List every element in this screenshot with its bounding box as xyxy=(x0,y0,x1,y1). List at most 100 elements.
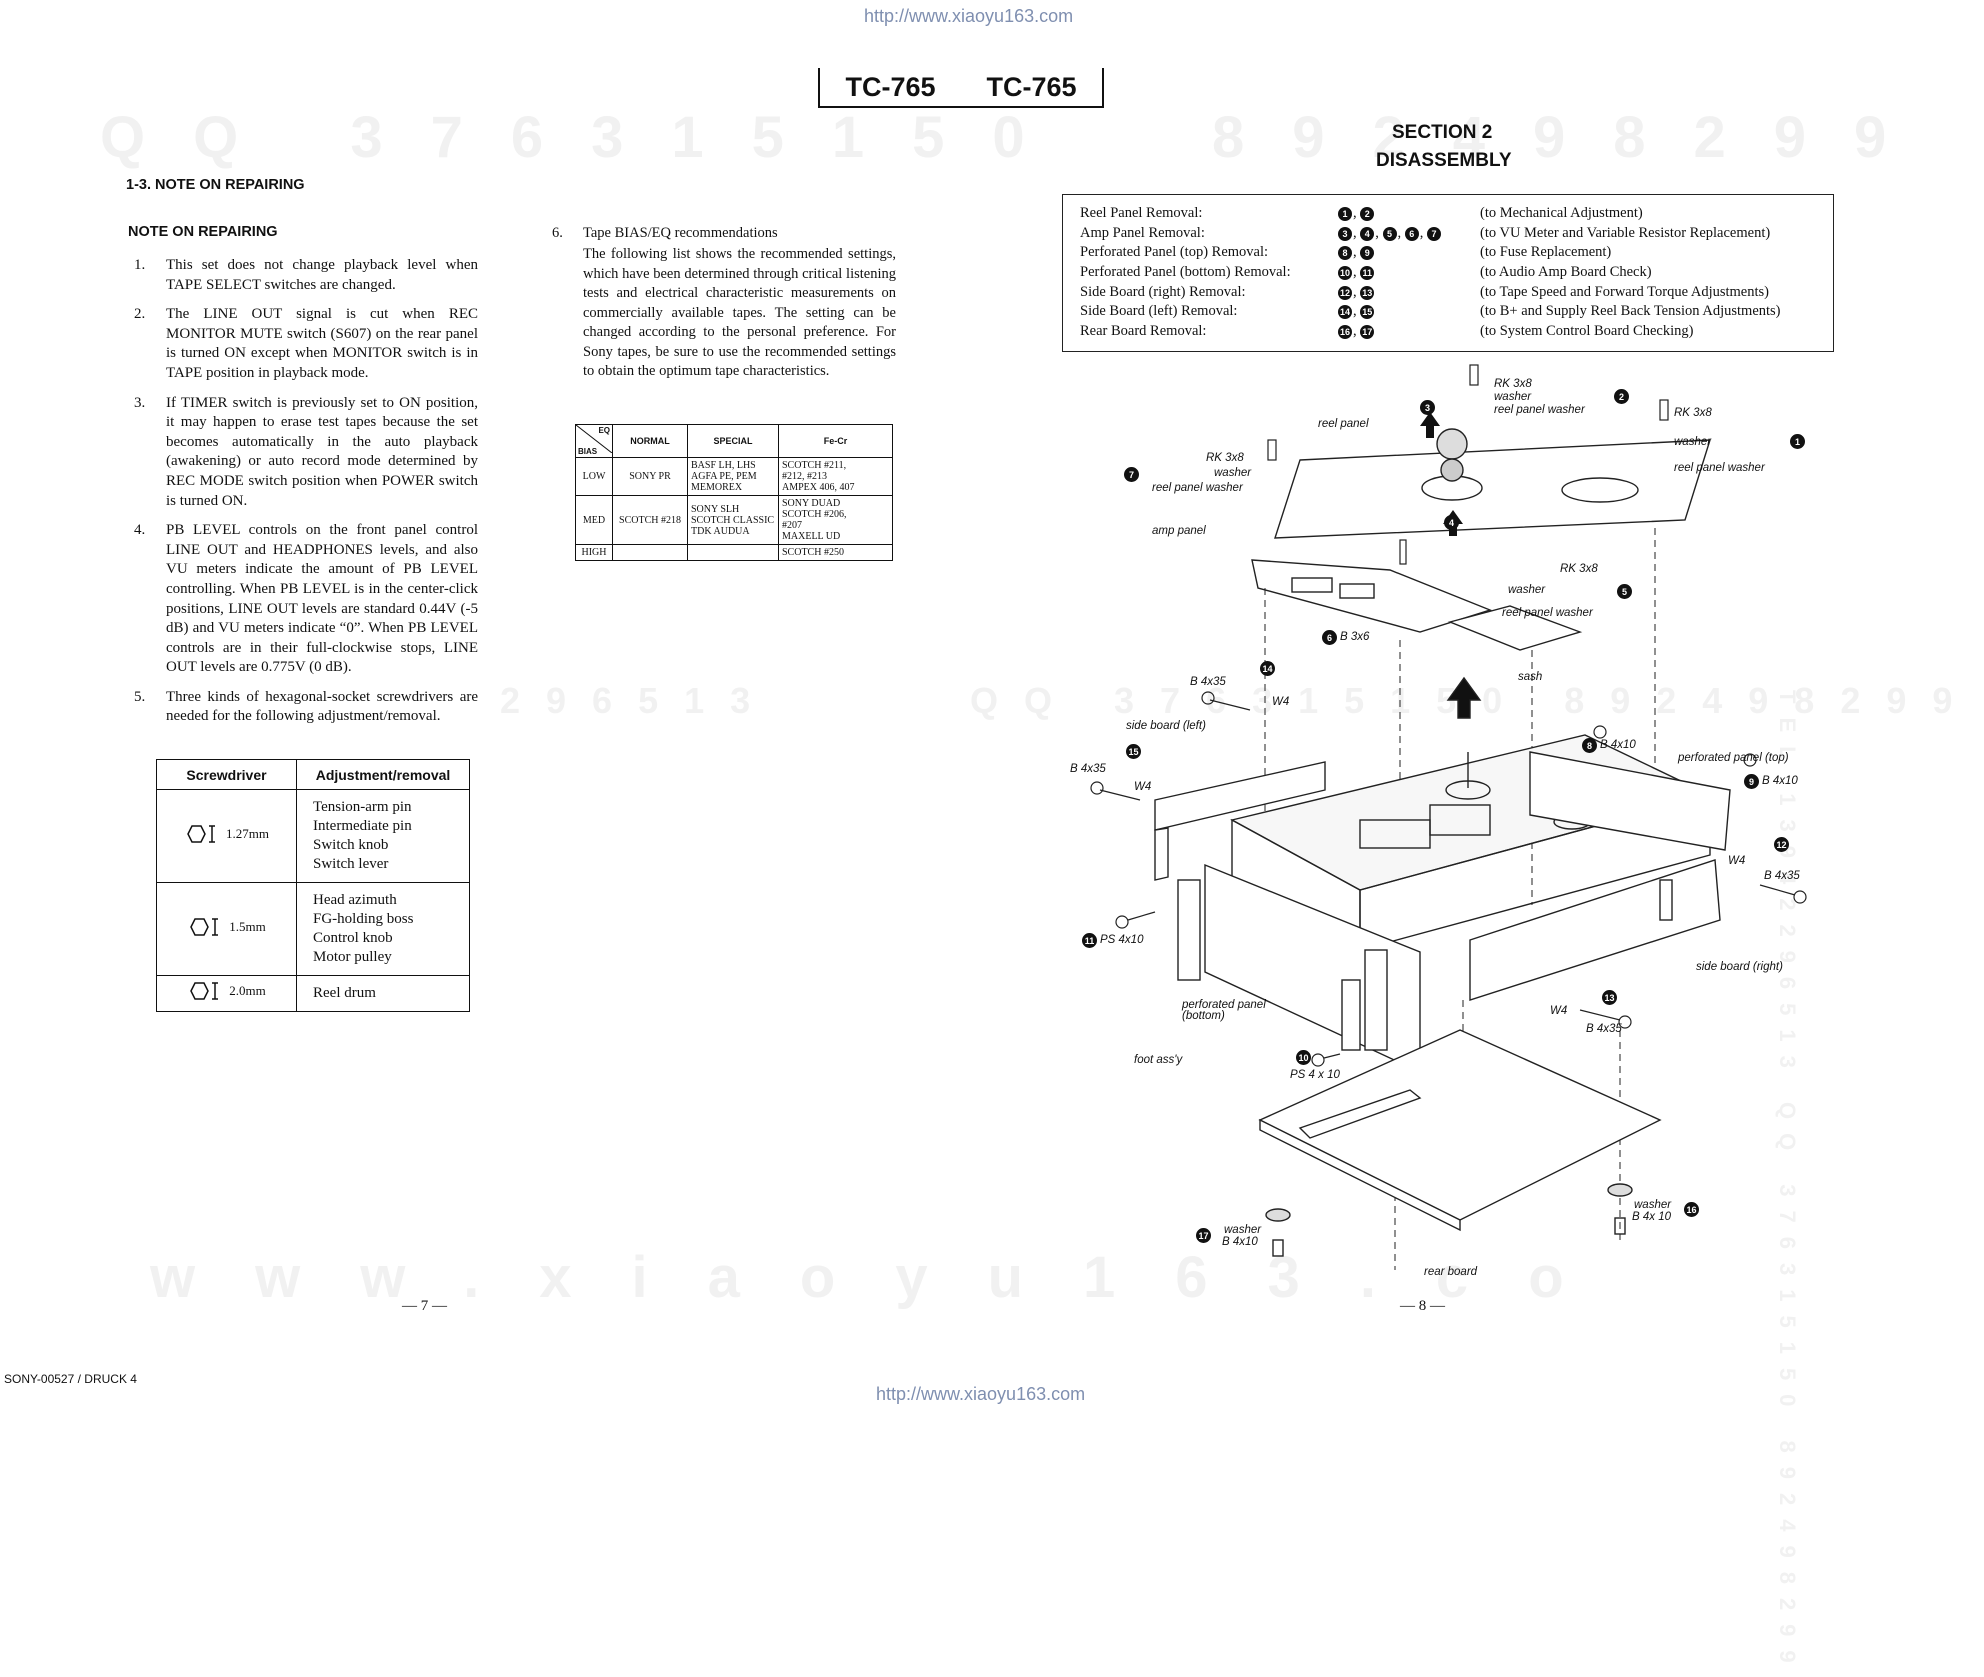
step-badge: 9 xyxy=(1744,774,1759,789)
diagram-label: perforated panel xyxy=(1182,999,1266,1011)
table-row: Rear Board Removal: 16, 17 (to System Co… xyxy=(1080,322,1694,339)
diagram-label: B 4x35 xyxy=(1190,676,1226,688)
page-number-left: — 7 — xyxy=(402,1298,447,1314)
step-badge: 10 xyxy=(1338,266,1352,281)
table-cell: Reel drum xyxy=(296,975,470,1012)
diagram-label: B 3x6 xyxy=(1340,631,1370,643)
disassembly-diagram xyxy=(1090,364,1807,1270)
item-number: 6. xyxy=(552,225,563,241)
side-board-right-shape xyxy=(1469,859,1721,1001)
section-title: SECTION 2 xyxy=(1392,122,1493,143)
list-item: 1.This set does not change playback leve… xyxy=(134,257,478,293)
diagram-label: side board (right) xyxy=(1696,961,1783,973)
step-badge: 12 xyxy=(1338,285,1352,300)
watermark: 296513 xyxy=(500,680,777,721)
sash-shape xyxy=(1447,605,1583,651)
diagram-label: B 4x10 xyxy=(1222,1236,1258,1248)
diagram-label: W4 xyxy=(1728,855,1746,867)
diagram-label: PS 4x10 xyxy=(1100,934,1144,946)
side-board-left-shape xyxy=(1154,761,1326,831)
table-row: Side Board (left) Removal: 14, 15 (to B+… xyxy=(1080,303,1781,320)
diagram-label: washer xyxy=(1508,584,1546,596)
diagram-label: washer xyxy=(1634,1199,1672,1211)
table-header: Fe-Cr xyxy=(778,424,893,458)
step-badge: 2 xyxy=(1360,207,1375,222)
disassembly-table: Reel Panel Removal: 1, 2 (to Mechanical … xyxy=(1062,194,1834,352)
table-row: 1.5mm Head azimuth FG-holding boss Contr… xyxy=(156,882,470,976)
step-badge: 7 xyxy=(1427,226,1441,241)
bias-table: EQ BIAS NORMAL SPECIAL Fe-Cr LOW SONY PR… xyxy=(575,424,893,561)
section-heading: 1-3. NOTE ON REPAIRING xyxy=(126,177,305,193)
table-row: LOW SONY PR BASF LH, LHS AGFA PE, PEM ME… xyxy=(575,457,893,496)
diagram-label: B 4x35 xyxy=(1586,1023,1622,1035)
step-badge: 2 xyxy=(1614,389,1629,404)
model-right: TC-765 xyxy=(986,71,1077,102)
step-badge: 3 xyxy=(1338,226,1352,241)
document-code: SONY-00527 / DRUCK 4 xyxy=(4,1372,137,1386)
diagram-label: PS 4 x 10 xyxy=(1290,1069,1340,1081)
diagram-label: rear board xyxy=(1424,1266,1478,1278)
step-badge: 8 xyxy=(1338,246,1352,261)
table-cell: Head azimuth FG-holding boss Control kno… xyxy=(296,882,470,976)
step-badge: 1 xyxy=(1338,207,1352,222)
diagram-label: B 4x35 xyxy=(1764,870,1800,882)
step-badge: 14 xyxy=(1338,305,1352,320)
diagram-label: RK 3x8 xyxy=(1494,378,1532,390)
step-badge: 6 xyxy=(1404,226,1419,241)
model-left: TC-765 xyxy=(845,71,936,102)
diagram-label: foot ass'y xyxy=(1134,1054,1183,1066)
table-row: 2.0mm Reel drum xyxy=(156,975,470,1012)
step-badge: 3 xyxy=(1420,400,1435,415)
watermark: 892498299 xyxy=(1212,105,1935,170)
step-badge: 11 xyxy=(1082,933,1097,948)
step-badge: 5 xyxy=(1382,226,1397,241)
diagram-label: washer xyxy=(1494,391,1532,403)
diagram-label: W4 xyxy=(1550,1005,1568,1017)
diagram-label: RK 3x8 xyxy=(1560,563,1598,575)
footer-url[interactable]: http://www.xiaoyu163.com xyxy=(876,1384,1086,1404)
diagram-label: sash xyxy=(1518,671,1543,683)
step-badge: 16 xyxy=(1684,1202,1699,1217)
item-title: Tape BIAS/EQ recommendations xyxy=(583,225,778,241)
table-cell: Tension-arm pin Intermediate pin Switch … xyxy=(296,789,470,883)
diagram-label: washer xyxy=(1224,1224,1262,1236)
perforated-panel-bottom-shape xyxy=(1204,863,1421,1074)
step-badge: 4 xyxy=(1444,515,1459,530)
table-row: Perforated Panel (top) Removal: 8, 9 (to… xyxy=(1080,244,1612,261)
diagram-label: B 4x 10 xyxy=(1632,1211,1671,1223)
table-row: Perforated Panel (bottom) Removal: 10, 1… xyxy=(1080,264,1652,281)
up-arrow-shape xyxy=(1446,676,1482,719)
arrow-icon xyxy=(1420,412,1440,438)
step-badge: 13 xyxy=(1360,285,1375,300)
table-row: HIGH SCOTCH #250 xyxy=(575,544,893,561)
step-badge: 10 xyxy=(1296,1050,1311,1065)
reel-panel-shape xyxy=(1274,439,1711,539)
diagram-label: amp panel xyxy=(1152,525,1206,537)
step-badge: 7 xyxy=(1124,467,1139,482)
step-badge: 17 xyxy=(1196,1228,1211,1243)
diagram-label: B 4x35 xyxy=(1070,763,1106,775)
diagram-label: washer xyxy=(1214,467,1252,479)
step-badge: 12 xyxy=(1774,837,1789,852)
watermark: www.xiaoyu163.co xyxy=(150,1245,1624,1310)
diagram-label: reel panel washer xyxy=(1494,404,1585,416)
table-corner: EQ BIAS xyxy=(575,424,613,458)
list-item: 4.PB LEVEL controls on the front panel c… xyxy=(134,522,478,676)
step-badge: 11 xyxy=(1360,266,1375,281)
hex-socket-icon xyxy=(190,982,219,1000)
diagram-label: perforated panel (top) xyxy=(1678,752,1789,764)
header-url[interactable]: http://www.xiaoyu163.com xyxy=(864,6,1074,26)
table-row: MED SCOTCH #218 SONY SLH SCOTCH CLASSIC … xyxy=(575,495,893,545)
diagram-label: (bottom) xyxy=(1182,1010,1225,1022)
step-badge: 14 xyxy=(1260,661,1275,676)
list-item: 3.If TIMER switch is previously set to O… xyxy=(134,394,478,509)
diagram-label: reel panel washer xyxy=(1674,462,1765,474)
table-row: Amp Panel Removal: 3, 4, 5, 6, 7 (to VU … xyxy=(1080,224,1771,241)
step-badge: 8 xyxy=(1582,738,1597,753)
table-row: Side Board (right) Removal: 12, 13 (to T… xyxy=(1080,283,1769,300)
section-subtitle: DISASSEMBLY xyxy=(1376,150,1512,171)
diagram-label: RK 3x8 xyxy=(1206,452,1244,464)
step-badge: 15 xyxy=(1360,305,1375,320)
step-badge: 15 xyxy=(1126,744,1141,759)
diagram-label: reel panel xyxy=(1318,418,1369,430)
